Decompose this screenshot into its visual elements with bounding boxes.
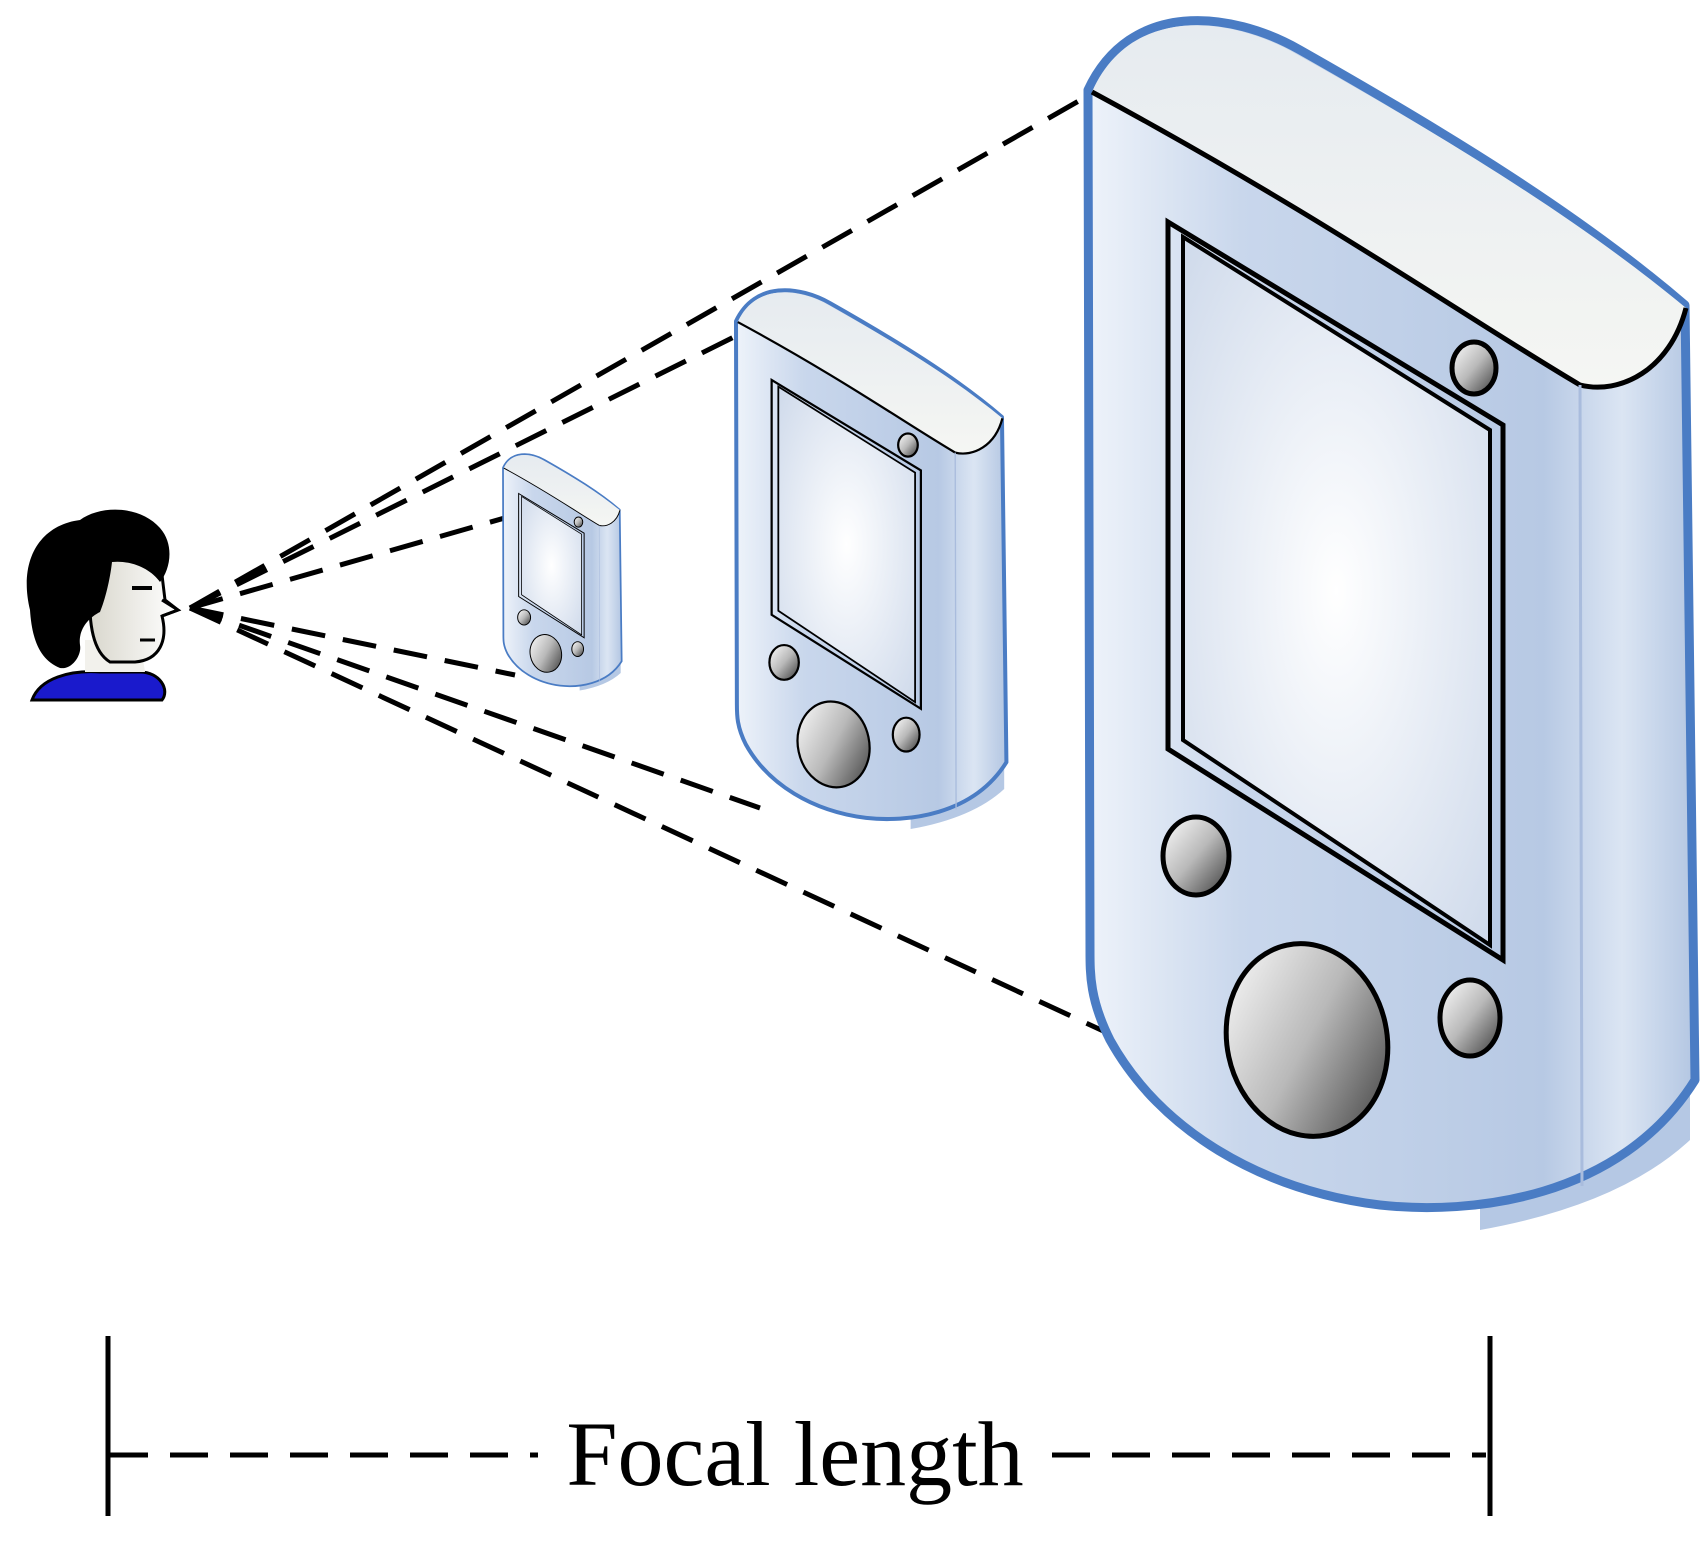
pda-handheld-icon [502,453,623,692]
device-medium [736,290,1006,829]
focal-length-dimension: Focal length [105,1336,1493,1516]
person-head-icon [26,509,182,702]
sight-line-small-top [189,510,523,611]
sight-line-medium-bottom [189,605,761,811]
pda-handheld-icon [1088,21,1695,1230]
sight-line-medium-top [188,330,744,611]
pda-handheld-icon [736,290,1006,829]
sight-line-large-bottom [188,605,1142,1051]
focal-length-label: Focal length [566,1403,1023,1505]
sight-line-large-top [188,87,1100,611]
device-large [1088,21,1695,1230]
sight-line-small-bottom [189,605,516,678]
sight-lines [188,87,1142,1051]
device-small [502,453,623,692]
